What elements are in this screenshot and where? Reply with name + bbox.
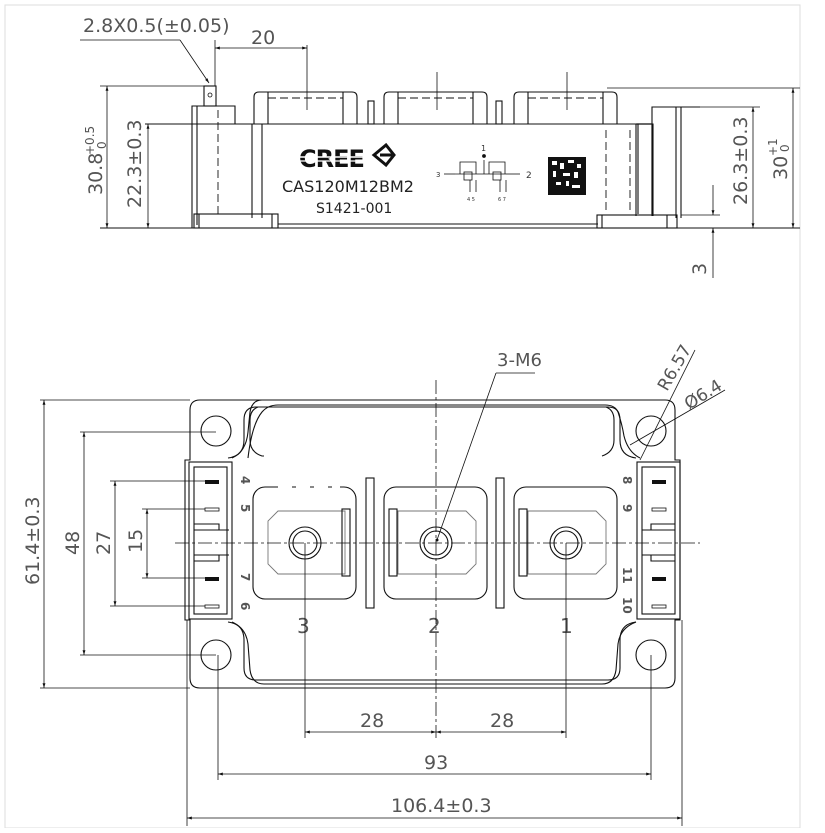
cree-logo: CREE	[298, 142, 396, 173]
part-number: CAS120M12BM2	[282, 177, 414, 196]
radius-callout: R6.57	[654, 341, 696, 394]
dim-terminal-pitch-left: 28	[360, 710, 384, 732]
pin-label-11: 11	[620, 567, 634, 584]
schematic-label-3: 3	[436, 171, 440, 179]
schematic-aux-67: 6 7	[498, 197, 506, 203]
pin-label-4: 4	[238, 476, 252, 484]
thread-callout: 3-M6	[497, 350, 542, 371]
mount-hole-tl	[200, 415, 232, 447]
terminal-label-2: 2	[428, 614, 441, 638]
pin-size-callout: 2.8X0.5(±0.05)	[83, 15, 230, 37]
dim-total-height-right-tol-plus: +1	[766, 138, 780, 156]
schematic-label-1: 1	[481, 144, 486, 153]
schematic-aux-45: 4 5	[467, 197, 475, 203]
dim-total-depth: 61.4±0.3	[22, 497, 44, 585]
hole-callout: Ø6.4	[681, 376, 726, 414]
lot-code: S1421-001	[316, 201, 392, 217]
brand-text: CREE	[299, 145, 364, 173]
left-aux-connector	[188, 461, 233, 620]
top-view: 4 5 7 6 8 9 11 10	[22, 341, 726, 826]
dim-aux-outer: 27	[93, 531, 115, 555]
dim-total-height-left-tol-plus: +0.5	[83, 126, 97, 155]
dim-total-width: 106.4±0.3	[391, 795, 492, 817]
right-aux-connector	[636, 461, 681, 620]
dim-total-height-left-tol-minus: 0	[95, 141, 109, 149]
dim-terminal-pitch-right: 28	[490, 710, 514, 732]
circuit-schematic	[444, 154, 520, 192]
pin-label-8: 8	[620, 476, 634, 484]
dim-baseplate: 3	[689, 263, 711, 275]
dim-total-height-right: 30	[770, 156, 792, 180]
datamatrix-code	[548, 157, 586, 195]
pin-label-6: 6	[238, 602, 252, 610]
dim-body-height: 22.3±0.3	[124, 120, 146, 208]
dim-housing-height: 26.3±0.3	[730, 117, 752, 205]
pin-label-9: 9	[620, 504, 634, 512]
dim-total-height-right-tol-minus: 0	[778, 144, 792, 152]
dim-total-height-left: 30.8	[85, 153, 107, 195]
pin-label-7: 7	[238, 573, 252, 581]
mount-hole-tr	[635, 415, 667, 447]
side-view: CREE CAS120M12BM2 S1421-001 1 2 3 4	[80, 15, 800, 278]
pin-label-5: 5	[238, 504, 252, 512]
dim-mount-hole-pitch: 93	[424, 752, 448, 774]
terminal-label-3: 3	[297, 614, 310, 638]
schematic-label-2: 2	[526, 171, 532, 181]
dim-mount-hole-spacing: 48	[62, 531, 84, 555]
dim-aux-inner: 15	[125, 529, 147, 553]
dim-pin-offset: 20	[251, 27, 275, 49]
side-terminals	[253, 45, 618, 125]
pin-label-10: 10	[620, 597, 634, 614]
